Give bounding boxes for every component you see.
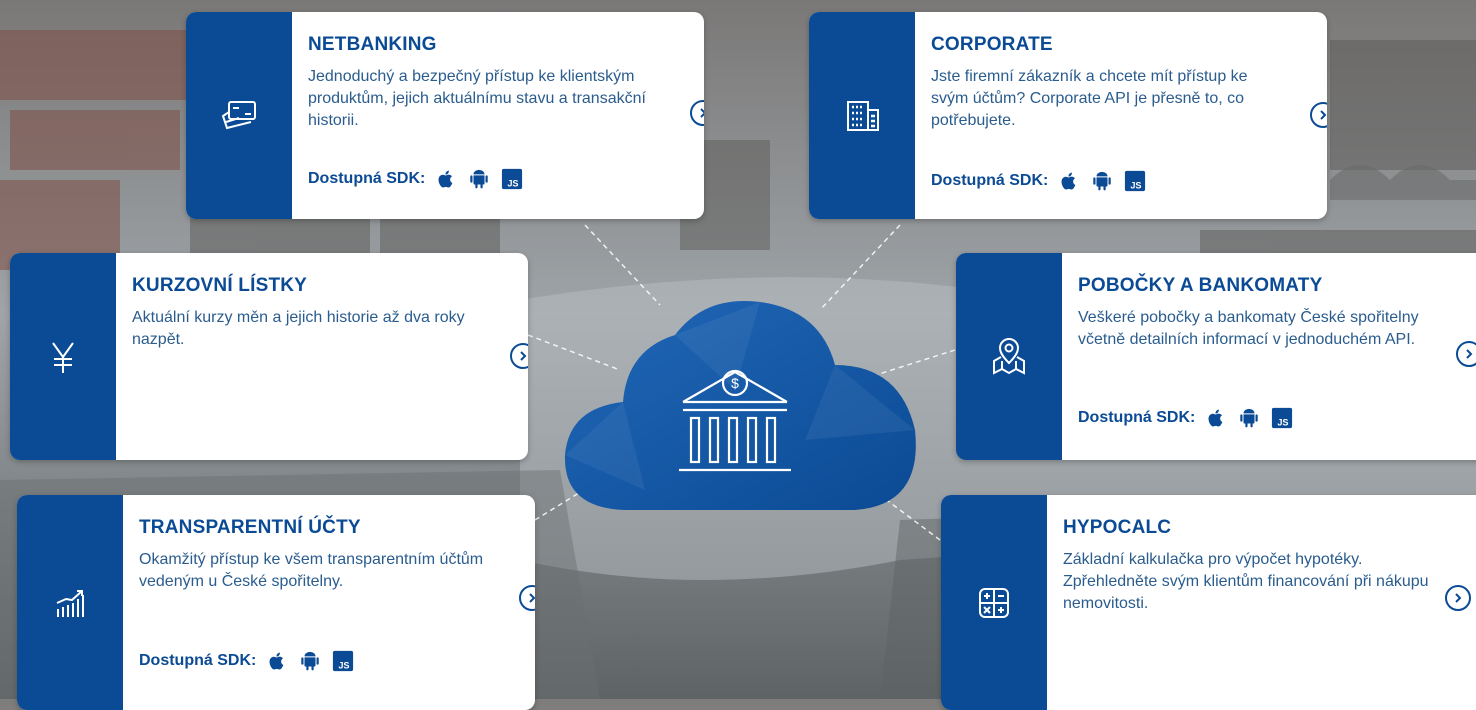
chevron-right-icon xyxy=(1455,593,1462,603)
card-title[interactable]: POBOČKY A BANKOMATY xyxy=(1078,275,1323,296)
sdk-label: Dostupná SDK: xyxy=(139,652,257,669)
android-icon[interactable] xyxy=(299,650,321,672)
card-title[interactable]: CORPORATE xyxy=(931,34,1053,55)
svg-text:JS: JS xyxy=(1278,417,1289,427)
js-icon[interactable]: JS xyxy=(1271,407,1293,429)
svg-text:JS: JS xyxy=(1131,180,1142,190)
hypocalc-arrow-button[interactable] xyxy=(1445,585,1471,611)
card-description: Jste firemní zákazník a chcete mít příst… xyxy=(931,68,1248,129)
pobocky-card[interactable]: POBOČKY A BANKOMATY Veškeré pobočky a ba… xyxy=(956,253,1476,460)
card-description: Veškeré pobočky a bankomaty České spořit… xyxy=(1078,309,1419,348)
card-description: Jednoduchý a bezpečný přístup ke klients… xyxy=(308,68,646,129)
chevron-right-icon xyxy=(1466,349,1473,359)
chevron-right-icon xyxy=(520,351,527,361)
apple-icon[interactable] xyxy=(435,168,457,190)
card-description: Základní kalkulačka pro výpočet hypotéky… xyxy=(1063,551,1429,612)
pobocky-icon-panel xyxy=(956,253,1062,460)
cards-icon xyxy=(221,100,256,129)
apple-icon[interactable] xyxy=(1058,170,1080,192)
sdk-label: Dostupná SDK: xyxy=(308,170,426,187)
transparentni-ucty-card[interactable]: TRANSPARENTNÍ ÚČTY Okamžitý přístup ke v… xyxy=(17,495,535,710)
transparentni-icon-panel xyxy=(17,495,123,710)
pobocky-arrow-button[interactable] xyxy=(1456,341,1476,367)
kurzovni-icon-panel xyxy=(10,253,116,460)
apple-icon[interactable] xyxy=(266,650,288,672)
sdk-row: Dostupná SDK: JS xyxy=(139,650,365,672)
netbanking-icon-panel xyxy=(186,12,292,219)
sdk-row: Dostupná SDK: JS xyxy=(308,168,534,190)
netbanking-card[interactable]: NETBANKING Jednoduchý a bezpečný přístup… xyxy=(186,12,704,219)
corporate-arrow-button[interactable] xyxy=(1310,102,1327,128)
sdk-label: Dostupná SDK: xyxy=(931,172,1049,189)
card-description: Aktuální kurzy měn a jejich historie až … xyxy=(132,309,465,348)
android-icon[interactable] xyxy=(1238,407,1260,429)
corporate-icon-panel xyxy=(809,12,915,219)
transparentni-arrow-button[interactable] xyxy=(519,585,535,611)
js-icon[interactable]: JS xyxy=(501,168,523,190)
chevron-right-icon xyxy=(1320,110,1327,120)
hypocalc-icon-panel xyxy=(941,495,1047,710)
card-title[interactable]: TRANSPARENTNÍ ÚČTY xyxy=(139,517,361,538)
svg-text:$: $ xyxy=(731,375,739,391)
corporate-card[interactable]: CORPORATE Jste firemní zákazník a chcete… xyxy=(809,12,1327,219)
chevron-right-icon xyxy=(529,593,535,603)
android-icon[interactable] xyxy=(1091,170,1113,192)
yen-icon xyxy=(52,341,74,373)
apple-icon[interactable] xyxy=(1205,407,1227,429)
building-icon xyxy=(847,100,879,131)
sdk-row: Dostupná SDK: JS xyxy=(1078,407,1304,429)
sdk-row: Dostupná SDK: JS xyxy=(931,170,1157,192)
netbanking-arrow-button[interactable] xyxy=(690,100,704,126)
kurzovni-arrow-button[interactable] xyxy=(510,343,528,369)
bank-cloud-icon: $ xyxy=(564,300,916,510)
card-title[interactable]: NETBANKING xyxy=(308,34,437,55)
js-icon[interactable]: JS xyxy=(1124,170,1146,192)
card-description: Okamžitý přístup ke všem transparentním … xyxy=(139,551,484,590)
calculator-icon xyxy=(979,587,1009,618)
hypocalc-card[interactable]: HYPOCALC Základní kalkulačka pro výpočet… xyxy=(941,495,1476,710)
chevron-right-icon xyxy=(700,108,704,118)
js-icon[interactable]: JS xyxy=(332,650,354,672)
svg-text:JS: JS xyxy=(508,178,519,188)
map-pin-icon xyxy=(993,337,1025,375)
svg-text:JS: JS xyxy=(339,660,350,670)
kurzovni-listky-card[interactable]: KURZOVNÍ LÍSTKY Aktuální kurzy měn a jej… xyxy=(10,253,528,460)
sdk-label: Dostupná SDK: xyxy=(1078,409,1196,426)
card-title[interactable]: HYPOCALC xyxy=(1063,517,1172,538)
android-icon[interactable] xyxy=(468,168,490,190)
card-title[interactable]: KURZOVNÍ LÍSTKY xyxy=(132,275,308,296)
chart-growth-icon xyxy=(56,589,84,617)
